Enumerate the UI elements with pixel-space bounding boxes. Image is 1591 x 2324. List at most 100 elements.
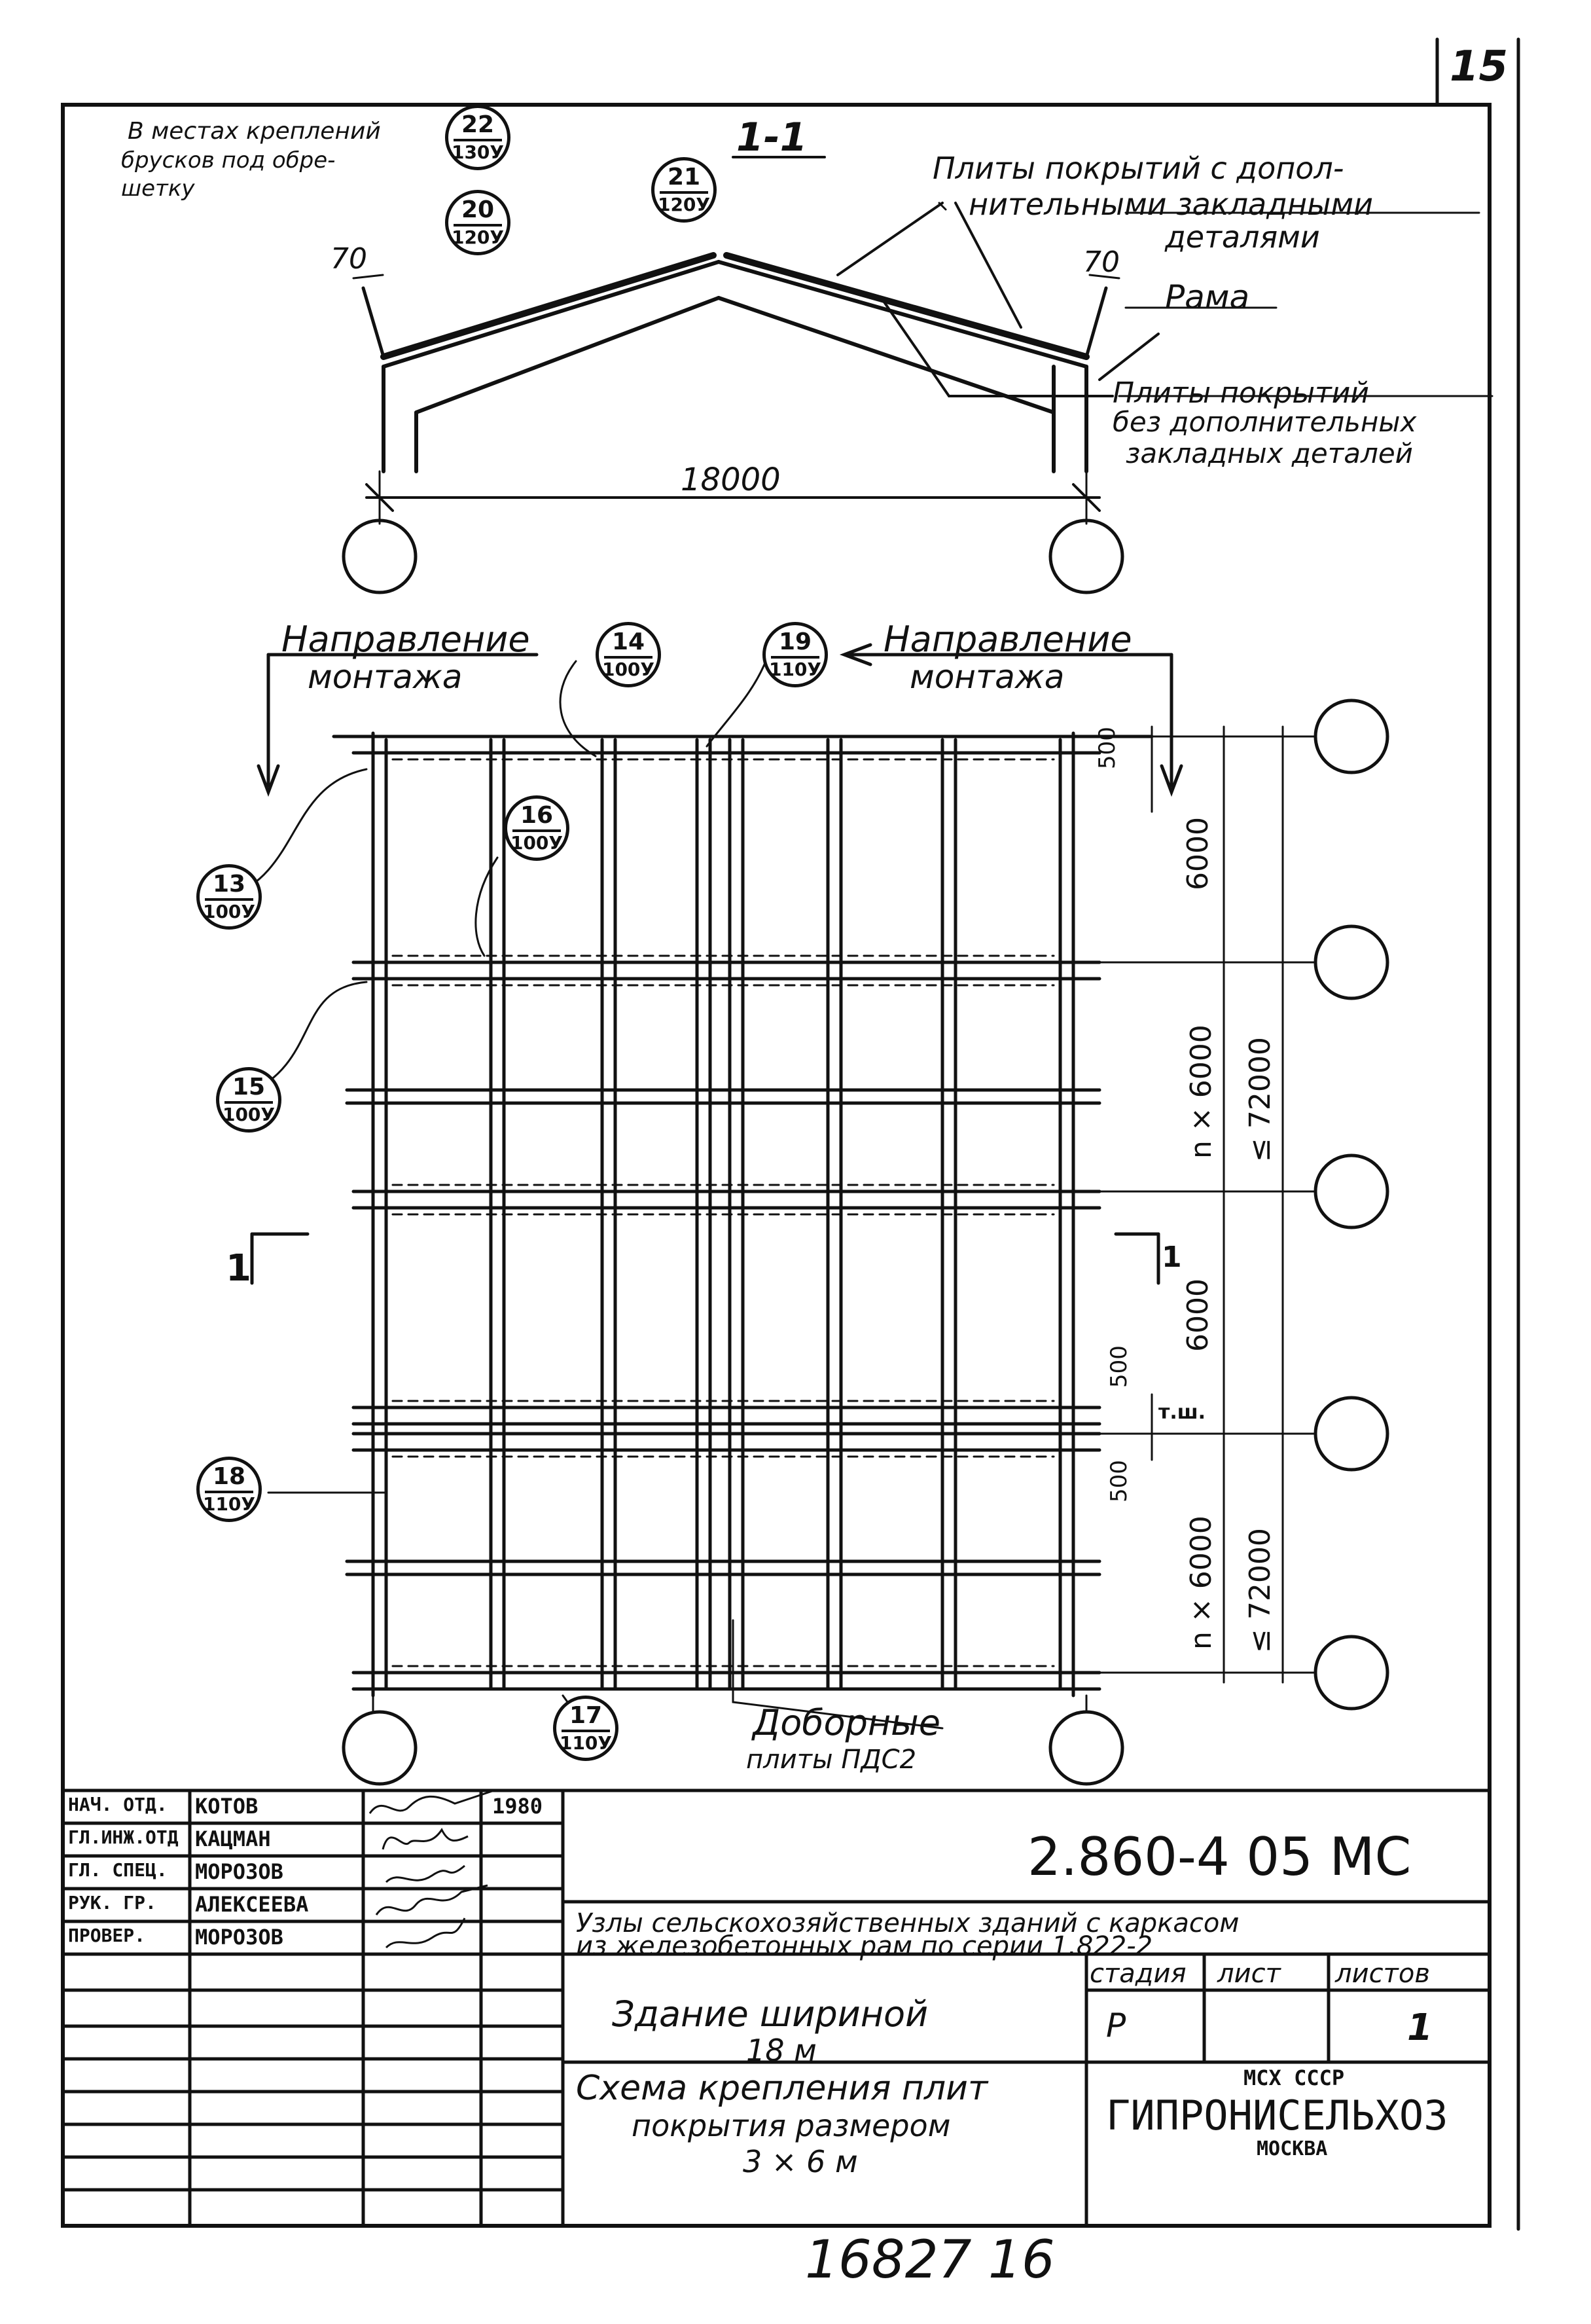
- axis-bubble-row-4: [1314, 1396, 1389, 1472]
- axis-bubble-plan-right: [1048, 1710, 1124, 1786]
- callout-mark-19: 19 110У: [762, 622, 828, 687]
- callout-mark-number: 21: [667, 164, 701, 191]
- axis-bubble-row-3: [1314, 1153, 1389, 1229]
- plan-dim-tsh: т.ш.: [1158, 1401, 1206, 1424]
- plan-direction-right-1: Направление: [884, 619, 1132, 660]
- plan-section-mark-left: 1: [226, 1247, 251, 1290]
- callout-mark-ref: 100У: [202, 901, 256, 922]
- callout-mark-ref: 120У: [657, 194, 711, 215]
- subject-line-1: Узлы сельскохозяйственных зданий с карка…: [576, 1908, 1240, 1938]
- col-stage-label: стадия: [1090, 1959, 1187, 1989]
- section-note-right-b1: Плиты покрытий: [1113, 376, 1369, 410]
- signatures: [368, 1789, 495, 1949]
- section-note-right-1: Плиты покрытий с допол-: [933, 151, 1344, 186]
- axis-bubble-row-5: [1314, 1635, 1389, 1711]
- sheet-frame: [61, 103, 1492, 2228]
- section-note-frame: Рама: [1165, 278, 1250, 316]
- callout-mark-ref: 110У: [202, 1493, 256, 1515]
- callout-mark-number: 15: [232, 1074, 266, 1100]
- stage-value: Р: [1106, 2006, 1126, 2044]
- callout-mark-14: 14 100У: [596, 622, 661, 687]
- tb-role: ГЛ. СПЕЦ.: [68, 1859, 168, 1881]
- callout-mark-22: 22 130У: [445, 105, 510, 170]
- tb-role: НАЧ. ОТД.: [68, 1794, 168, 1815]
- callout-mark-21: 21 120У: [651, 157, 717, 223]
- callout-mark-18: 18 110У: [196, 1457, 262, 1522]
- section-note-right-2: нительными закладными: [969, 187, 1374, 222]
- tb-name: МОРОЗОВ: [195, 1925, 283, 1950]
- section-note-right-b3: закладных деталей: [1126, 437, 1413, 469]
- plan-dim-6000-b: 6000: [1181, 1279, 1215, 1352]
- roof-plates: [380, 252, 1090, 360]
- sheets-value: 1: [1407, 2006, 1433, 2049]
- section-note-left-1: В местах креплений: [128, 118, 381, 145]
- sheet-number: 15: [1450, 43, 1509, 91]
- subject-line-2: из железобетонных рам по серии 1.822-2: [576, 1931, 1153, 1961]
- org-name: ГИПРОНИСЕЛЬХОЗ: [1106, 2092, 1448, 2139]
- axis-bubble-row-2: [1314, 924, 1389, 1000]
- plan-dim-500-a: 500: [1094, 727, 1120, 769]
- callout-mark-ref: 100У: [222, 1104, 276, 1125]
- col-sheets-label: листов: [1335, 1959, 1430, 1989]
- tb-role: ГЛ.ИНЖ.ОТД: [68, 1826, 179, 1848]
- plan-direction-right-2: монтажа: [910, 658, 1065, 696]
- building-line-2: 18 м: [746, 2033, 817, 2068]
- org-city: МОСКВА: [1257, 2137, 1328, 2160]
- tb-name: КАЦМАН: [195, 1826, 271, 1851]
- callout-mark-number: 16: [520, 802, 554, 829]
- extra-plates-label-2: плиты ПДС2: [746, 1745, 917, 1775]
- section-note-right-3: деталями: [1165, 219, 1320, 255]
- plan-dim-72000-a: ≤ 72000: [1243, 1037, 1277, 1162]
- callout-mark-ref: 110У: [768, 659, 822, 680]
- callout-mark-number: 20: [461, 196, 495, 223]
- plan-direction-left-1: Направление: [281, 619, 530, 660]
- section-note-left-2: брусков под обре-: [121, 147, 336, 173]
- callout-mark-number: 17: [569, 1702, 603, 1729]
- callout-mark-13: 13 100У: [196, 864, 262, 930]
- tb-role: ПРОВЕР.: [68, 1925, 146, 1946]
- tb-name: МОРОЗОВ: [195, 1859, 283, 1884]
- plan-dim-72000-b: ≤ 72000: [1243, 1528, 1277, 1653]
- callout-mark-number: 18: [212, 1463, 246, 1490]
- callout-mark-ref: 110У: [559, 1732, 613, 1754]
- building-line-1: Здание шириной: [612, 1993, 929, 2035]
- plan-dim-n6000-b: n × 6000: [1185, 1516, 1218, 1650]
- callout-mark-16: 16 100У: [504, 795, 569, 861]
- callout-mark-number: 13: [212, 871, 246, 898]
- section-title: 1-1: [736, 115, 808, 160]
- sheet-title-line-3: 3 × 6 м: [743, 2144, 858, 2179]
- callout-mark-15: 15 100У: [216, 1067, 281, 1133]
- plan-dim-500-c: 500: [1106, 1460, 1132, 1502]
- callout-mark-number: 22: [461, 111, 495, 138]
- section-note-right-b2: без дополнительных: [1113, 406, 1417, 438]
- sheet-title-line-1: Схема крепления плит: [576, 2069, 988, 2108]
- drawing-code: 2.860-4 05 МС: [1028, 1826, 1412, 1887]
- callout-mark-20: 20 120У: [445, 190, 510, 255]
- extra-plates-label-1: Доборные: [753, 1702, 941, 1743]
- section-frame: [382, 260, 1088, 473]
- title-block-grid: [63, 1788, 1490, 2226]
- callout-mark-17: 17 110У: [553, 1696, 618, 1761]
- plan-direction-left-2: монтажа: [308, 658, 463, 696]
- axis-bubble-section-left: [342, 518, 418, 594]
- tb-role: РУК. ГР.: [68, 1892, 156, 1914]
- plan-section-mark-right: 1: [1162, 1241, 1182, 1274]
- axis-bubble-plan-left: [342, 1710, 418, 1786]
- callout-mark-number: 14: [611, 628, 645, 655]
- plan-dim-n6000-a: n × 6000: [1185, 1025, 1218, 1159]
- section-span-label: 18000: [681, 462, 781, 498]
- callout-mark-ref: 120У: [451, 227, 505, 248]
- plan-grid: [332, 731, 1154, 1698]
- callout-mark-number: 19: [778, 628, 812, 655]
- section-offset-left: 70: [331, 242, 367, 276]
- axis-bubble-section-right: [1048, 518, 1124, 594]
- callout-mark-ref: 100У: [601, 659, 655, 680]
- plan-dim-500-b: 500: [1106, 1345, 1132, 1388]
- callout-mark-ref: 100У: [510, 832, 563, 854]
- callout-mark-ref: 130У: [451, 141, 505, 163]
- tb-name: АЛЕКСЕЕВА: [195, 1892, 309, 1917]
- section-note-left-3: шетку: [121, 175, 195, 202]
- sheet-title-line-2: покрытия размером: [632, 2108, 951, 2143]
- axis-bubble-row-1: [1314, 699, 1389, 774]
